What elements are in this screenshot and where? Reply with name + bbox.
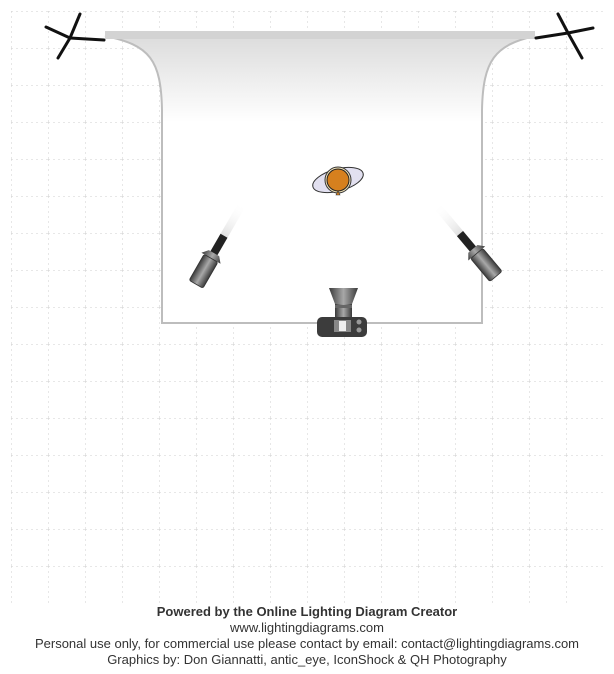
footer-powered-by: Powered by the Online Lighting Diagram C… — [156, 604, 458, 619]
footer-credits: Graphics by: Don Giannatti, antic_eye, I… — [107, 652, 507, 667]
camera-icon — [317, 288, 367, 337]
backdrop-stand-right-icon — [534, 12, 595, 60]
subject-model-icon — [312, 166, 364, 196]
strobe-light-left-icon — [189, 201, 246, 288]
strobe-light-right-icon — [433, 202, 502, 282]
lighting-diagram-canvas — [11, 11, 603, 603]
footer-website-link[interactable]: www.lightingdiagrams.com — [230, 620, 384, 635]
backdrop-stand-left-icon — [44, 12, 106, 60]
footer-license-text: Personal use only, for commercial use pl… — [34, 636, 580, 651]
